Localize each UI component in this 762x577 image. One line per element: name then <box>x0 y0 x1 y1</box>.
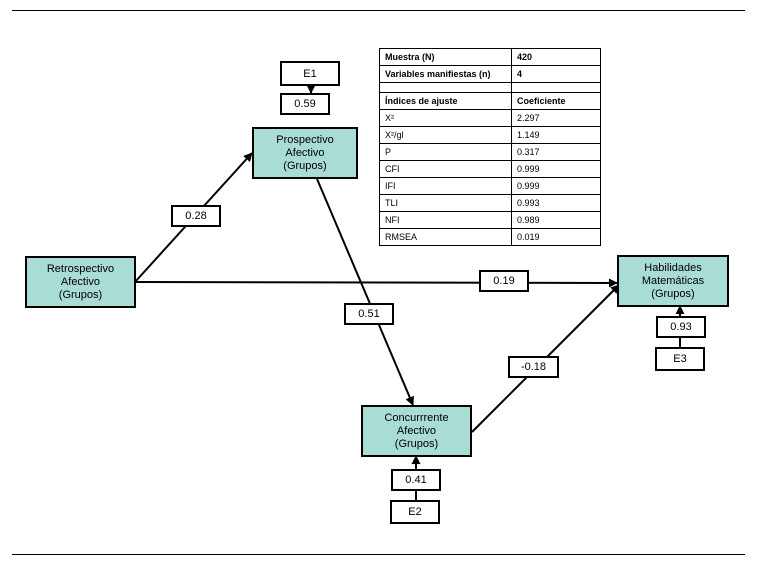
sample-value: 420 <box>511 48 601 66</box>
node-hab-line2: Matemáticas <box>641 274 705 287</box>
fit-label: X²/gl <box>379 126 512 144</box>
fit-value: 0.999 <box>511 177 601 195</box>
fit-label: X² <box>379 109 512 127</box>
fit-label: NFI <box>379 211 512 229</box>
node-concurrente-afectivo: Concurrrente Afectivo (Grupos) <box>361 405 472 457</box>
error-e2: E2 <box>390 500 440 524</box>
manifest-value: 4 <box>511 65 601 83</box>
coef-e1-prospectivo: 0.59 <box>280 93 330 115</box>
fit-value: 0.999 <box>511 160 601 178</box>
fit-label: TLI <box>379 194 512 212</box>
table-header-row: Índices de ajuste Coeficiente <box>379 92 601 110</box>
fit-label: IFI <box>379 177 512 195</box>
coef-retro-habilidades: 0.19 <box>479 270 529 292</box>
fit-indices-table: Muestra (N) 420 Variables manifiestas (n… <box>379 48 601 246</box>
error-e1: E1 <box>280 61 340 86</box>
fit-value: 0.019 <box>511 228 601 246</box>
coef-prospectivo-concurrente: 0.51 <box>344 303 394 325</box>
fit-label: P <box>379 143 512 161</box>
node-concur-line3: (Grupos) <box>394 437 439 450</box>
bottom-rule <box>12 554 745 555</box>
node-hab-line1: Habilidades <box>644 261 702 274</box>
fit-value: 2.297 <box>511 109 601 127</box>
node-retro-line3: (Grupos) <box>58 288 103 301</box>
arrow-prospectivo-to-concurrente <box>305 152 414 406</box>
coef-e2-concurrente: 0.41 <box>391 469 441 491</box>
node-concur-line1: Concurrrente <box>384 411 449 424</box>
table-spacer-row <box>379 82 601 93</box>
node-prosp-line1: Prospectivo <box>276 133 334 146</box>
coef-concurrente-habilidades: -0.18 <box>508 356 559 378</box>
node-hab-line3: (Grupos) <box>651 287 695 300</box>
fit-label: RMSEA <box>379 228 512 246</box>
fit-value: 1.149 <box>511 126 601 144</box>
table-row: Variables manifiestas (n) 4 <box>379 65 601 83</box>
node-habilidades-matematicas: Habilidades Matemáticas (Grupos) <box>617 255 729 307</box>
table-row: Muestra (N) 420 <box>379 48 601 66</box>
sample-label: Muestra (N) <box>379 48 512 66</box>
node-retro-line1: Retrospectivo <box>46 262 115 275</box>
arrow-retro-to-habilidades <box>134 278 618 288</box>
header-coef: Coeficiente <box>511 92 601 110</box>
header-index: Índices de ajuste <box>379 92 512 110</box>
fit-value: 0.989 <box>511 211 601 229</box>
coef-e3-habilidades: 0.93 <box>656 316 706 338</box>
node-concur-line2: Afectivo <box>396 424 437 437</box>
fit-label: CFI <box>379 160 512 178</box>
fit-value: 0.317 <box>511 143 601 161</box>
fit-value: 0.993 <box>511 194 601 212</box>
node-prosp-line3: (Grupos) <box>283 159 327 172</box>
top-rule <box>12 10 745 11</box>
error-e3: E3 <box>655 347 705 371</box>
node-retrospectivo-afectivo: Retrospectivo Afectivo (Grupos) <box>25 256 136 308</box>
node-prosp-line2: Afectivo <box>285 146 325 159</box>
manifest-label: Variables manifiestas (n) <box>379 65 512 83</box>
coef-retro-prospectivo: 0.28 <box>171 205 221 227</box>
node-prospectivo-afectivo: Prospectivo Afectivo (Grupos) <box>252 127 358 179</box>
node-retro-line2: Afectivo <box>60 275 101 288</box>
